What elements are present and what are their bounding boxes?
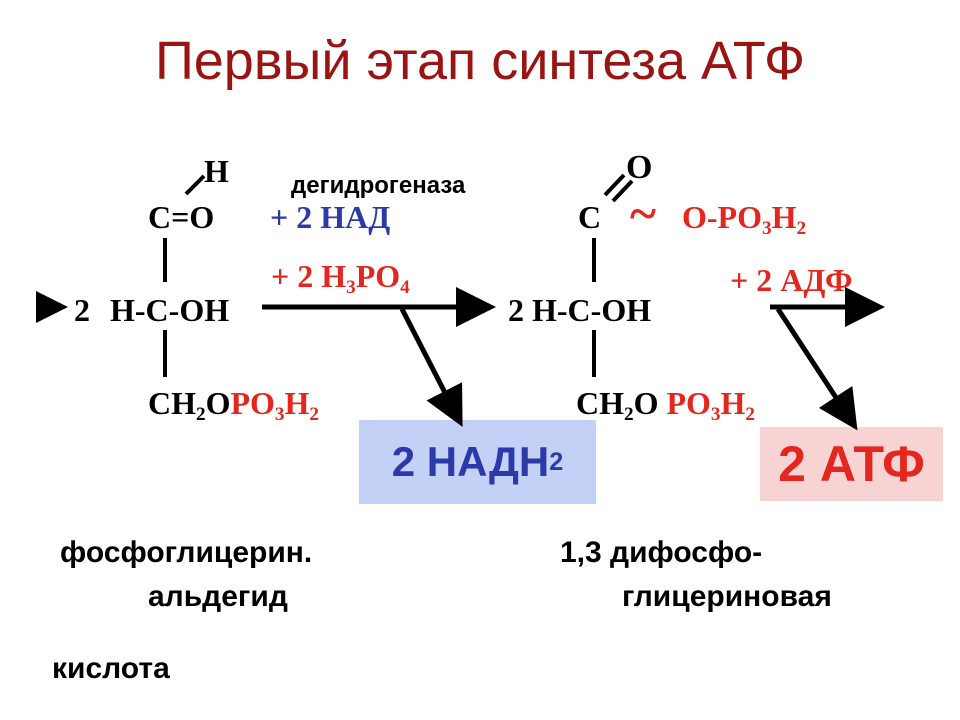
product-nadh-text: 2 НАДН: [391, 438, 550, 485]
left-bottom-h-sub: 2: [309, 403, 319, 425]
right-bottom-o: O: [633, 385, 659, 421]
product-atf-box: 2 АТФ: [760, 427, 943, 501]
right-ester-group: O-PO3H2: [682, 199, 807, 239]
nadh-arrow: [399, 307, 463, 427]
left-bottom-group: CH2OPO3H2: [148, 385, 319, 425]
left-bottom-phosphate: PO3H2: [230, 385, 319, 424]
caption-left-line-1: фосфоглицерин.: [60, 536, 313, 569]
reagent-nad: + 2 НАД: [270, 199, 391, 235]
reagent-phosphoric-acid: + 2 H3PO4: [271, 258, 410, 298]
enzyme-label: дегидрогеназа: [291, 172, 466, 199]
caption-left-line-2: альдегид: [148, 580, 288, 613]
caption-bottom: кислота: [52, 652, 170, 685]
right-ester-h: H: [771, 199, 797, 235]
caption-right-line-2: глицериновая: [622, 580, 832, 613]
high-energy-bond-tilde: ~: [630, 185, 657, 241]
reagent-adp: + 2 АДФ: [730, 262, 853, 298]
right-carbon: C: [578, 199, 602, 235]
right-ester-opo: O-PO: [682, 199, 762, 235]
right-ester-h-sub: 2: [796, 217, 807, 239]
right-bottom-group: CH2O PO3H2: [576, 385, 755, 425]
right-bottom-ch-sub: 2: [624, 403, 634, 425]
atf-arrow: [775, 307, 858, 431]
phosphoric-prefix: + 2 H: [271, 258, 347, 294]
left-bottom-h: H: [284, 385, 310, 421]
phosphoric-mid: PO: [355, 258, 401, 294]
left-middle-group: H-C-OH: [110, 292, 230, 328]
phosphoric-sub-1: 3: [346, 276, 356, 298]
right-bottom-po-sub: 3: [710, 403, 721, 425]
right-double-bond-b: [611, 179, 634, 203]
right-double-bond-a: [603, 173, 626, 197]
right-bottom-h-sub: 2: [745, 403, 755, 425]
left-bottom-o: O: [205, 385, 231, 421]
left-bottom-po-sub: 3: [274, 403, 285, 425]
left-aldehyde-bond: [184, 174, 206, 196]
left-bottom-ch: CH: [148, 385, 196, 421]
left-middle-prefix: 2: [74, 292, 90, 328]
caption-right-line-1: 1,3 дифосфо-: [560, 536, 763, 569]
product-atf-text: 2 АТФ: [778, 436, 925, 492]
right-bottom-h: H: [720, 385, 746, 421]
left-bottom-po: PO: [230, 385, 275, 421]
left-carbonyl: C=O: [148, 199, 215, 235]
left-bottom-ch-sub: 2: [196, 403, 206, 425]
left-top-h: H: [204, 153, 229, 189]
right-bottom-ch: CH: [576, 385, 624, 421]
right-middle-group: 2 H-C-OH: [508, 292, 652, 328]
phosphoric-sub-2: 4: [400, 276, 410, 298]
right-bottom-po: PO: [666, 385, 711, 421]
page-title: Первый этап синтеза АТФ: [154, 31, 806, 91]
right-bottom-phosphate: PO3H2: [666, 385, 755, 424]
right-ester-sub: 3: [761, 217, 772, 239]
